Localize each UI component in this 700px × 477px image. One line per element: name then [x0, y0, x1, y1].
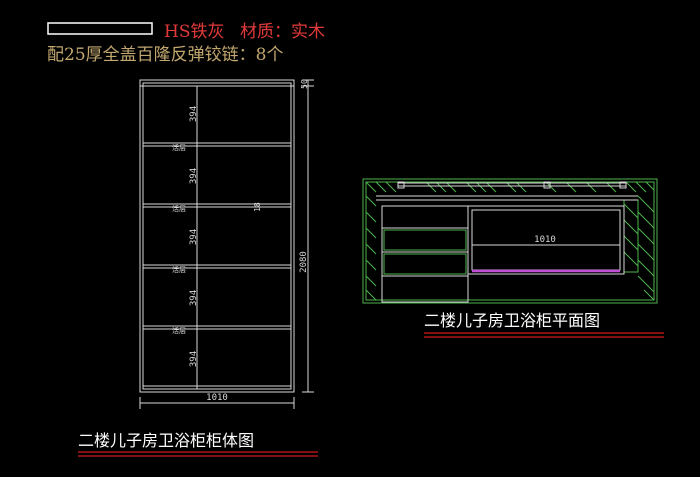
- center-gap-dim: 18: [253, 202, 262, 212]
- shelf-lines: [143, 142, 291, 330]
- top-edge-lines: [376, 181, 638, 201]
- shelf-dim-1: 394: [189, 106, 199, 122]
- height-dimension-line: [302, 79, 314, 393]
- height-dim: 2080: [299, 251, 309, 273]
- top-gap-dim: 50: [300, 79, 309, 89]
- shelf-dim-2: 394: [189, 168, 199, 184]
- width-dim: 1010: [206, 393, 228, 403]
- plan-width-dim: 1010: [534, 235, 556, 245]
- cabinet-inner-frame: [142, 82, 292, 390]
- hinge-note: 配25厚全盖百隆反弹铰链：8个: [47, 45, 283, 65]
- elevation-title-underline: [78, 451, 318, 457]
- cabinet-plan: [362, 178, 658, 304]
- width-dimension-line: [139, 397, 295, 409]
- shelf-label-2: 活层: [172, 204, 186, 213]
- wall-hatch: [362, 178, 658, 304]
- shelf-dim-3: 394: [189, 229, 199, 245]
- title-block-frame: [47, 22, 153, 35]
- material-prefix: HS铁灰: [164, 22, 224, 42]
- shelf-dim-5: 394: [189, 351, 199, 367]
- shelf-label-4: 活层: [172, 326, 186, 335]
- material-label: 材质：实木: [240, 22, 325, 42]
- plan-title-underline: [424, 332, 664, 338]
- shelf-label-3: 活层: [172, 265, 186, 274]
- shelf-label-1: 活层: [172, 143, 186, 152]
- plan-title: 二楼儿子房卫浴柜平面图: [424, 311, 600, 330]
- elevation-title: 二楼儿子房卫浴柜柜体图: [78, 431, 254, 450]
- shelf-dim-4: 394: [189, 290, 199, 306]
- cabinet-outer-frame: [139, 79, 295, 393]
- left-cabinet-green: [383, 229, 467, 275]
- cabinet-elevation: [139, 79, 295, 393]
